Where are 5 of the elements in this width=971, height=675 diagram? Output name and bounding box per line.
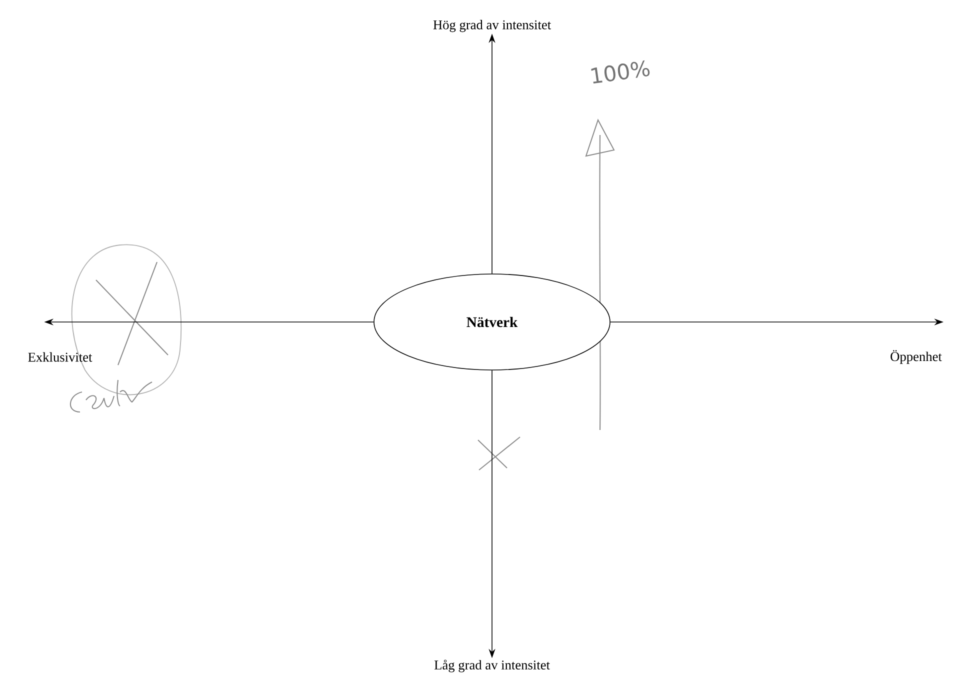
axis-label: Exklusivitet (28, 352, 92, 362)
handwritten-note: 100% (591, 60, 650, 84)
axis-label: Hög grad av intensitet (433, 20, 551, 32)
axis-label: Låg grad av intensitet (434, 660, 550, 672)
axis-label: Öppenhet (890, 350, 942, 364)
